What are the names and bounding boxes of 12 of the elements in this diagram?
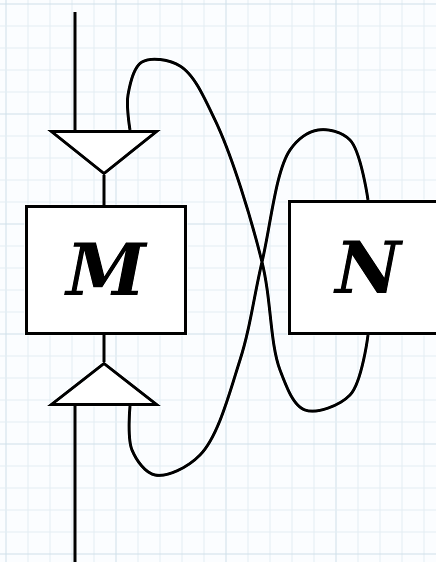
string-line: [74, 406, 76, 562]
string-line: [74, 12, 76, 130]
morphism-box: [288, 200, 436, 335]
box-label: N: [335, 232, 401, 304]
string-line: [102, 175, 106, 205]
string-line: [126, 58, 370, 412]
string-line: [102, 335, 106, 362]
string-line: [128, 128, 370, 477]
morphism-box: [25, 205, 187, 335]
triangle-node: [50, 362, 158, 406]
triangle-node: [50, 130, 158, 175]
box-label: M: [66, 234, 146, 306]
